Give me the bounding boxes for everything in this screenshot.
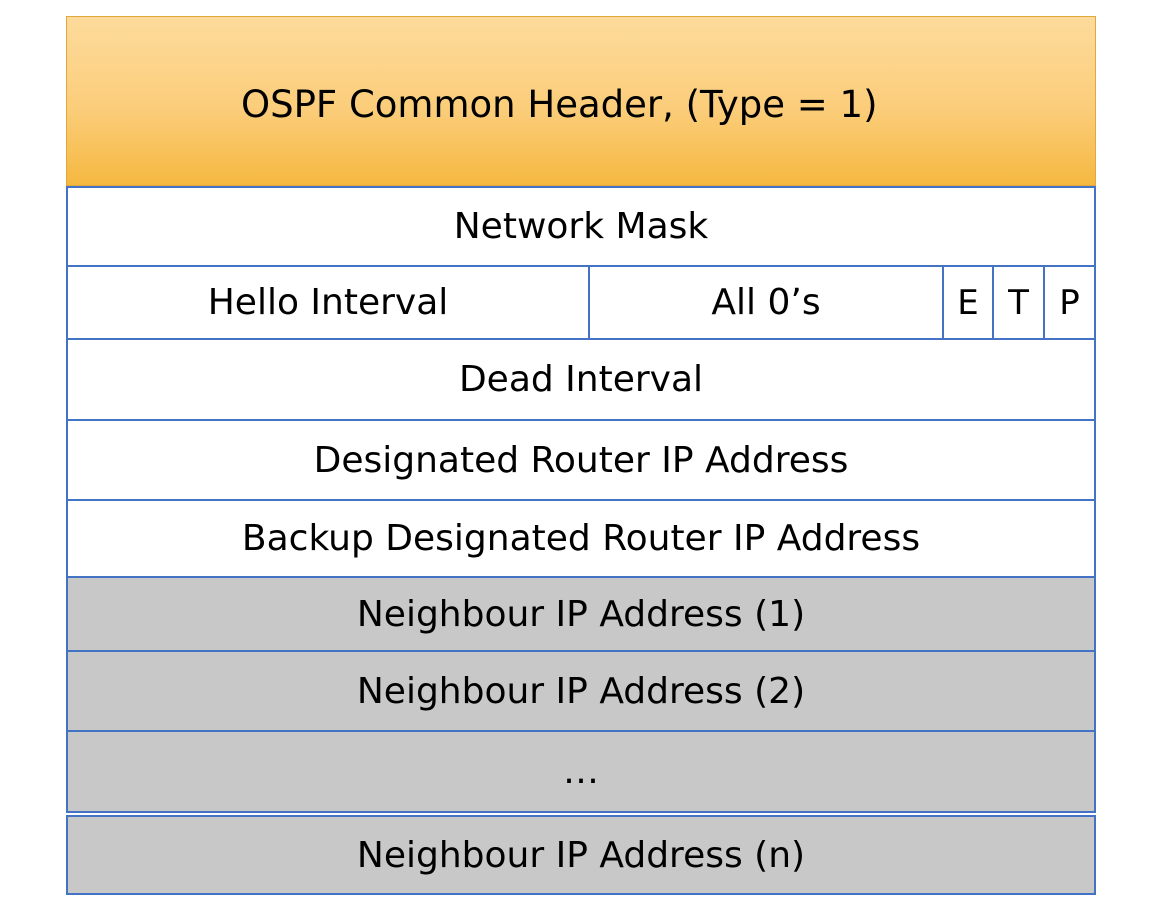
all-zeros-field: All 0’s bbox=[588, 265, 944, 340]
ospf-common-header: OSPF Common Header, (Type = 1) bbox=[66, 16, 1096, 186]
ellipsis-label: … bbox=[563, 751, 599, 792]
hello-interval-label: Hello Interval bbox=[207, 282, 449, 323]
neighbour-1-field: Neighbour IP Address (1) bbox=[66, 576, 1096, 652]
flag-e-field: E bbox=[942, 265, 994, 340]
neighbour-1-label: Neighbour IP Address (1) bbox=[356, 593, 806, 635]
all-zeros-label: All 0’s bbox=[711, 282, 821, 323]
flag-p-label: P bbox=[1059, 282, 1080, 323]
flag-e-label: E bbox=[957, 282, 979, 323]
neighbour-ellipsis-field: … bbox=[66, 730, 1096, 813]
backup-designated-router-label: Backup Designated Router IP Address bbox=[241, 518, 921, 559]
dead-interval-field: Dead Interval bbox=[66, 338, 1096, 421]
ospf-common-header-label: OSPF Common Header, (Type = 1) bbox=[241, 83, 878, 126]
network-mask-label: Network Mask bbox=[453, 206, 709, 247]
designated-router-label: Designated Router IP Address bbox=[313, 439, 849, 481]
flag-t-label: T bbox=[1008, 282, 1029, 323]
dead-interval-label: Dead Interval bbox=[458, 359, 704, 400]
neighbour-n-field: Neighbour IP Address (n) bbox=[66, 815, 1096, 895]
neighbour-2-field: Neighbour IP Address (2) bbox=[66, 650, 1096, 732]
flag-t-field: T bbox=[992, 265, 1045, 340]
backup-designated-router-field: Backup Designated Router IP Address bbox=[66, 499, 1096, 578]
flag-p-field: P bbox=[1043, 265, 1096, 340]
hello-interval-field: Hello Interval bbox=[66, 265, 590, 340]
network-mask-field: Network Mask bbox=[66, 186, 1096, 267]
neighbour-2-label: Neighbour IP Address (2) bbox=[356, 670, 806, 712]
neighbour-n-label: Neighbour IP Address (n) bbox=[356, 834, 806, 876]
designated-router-field: Designated Router IP Address bbox=[66, 419, 1096, 501]
